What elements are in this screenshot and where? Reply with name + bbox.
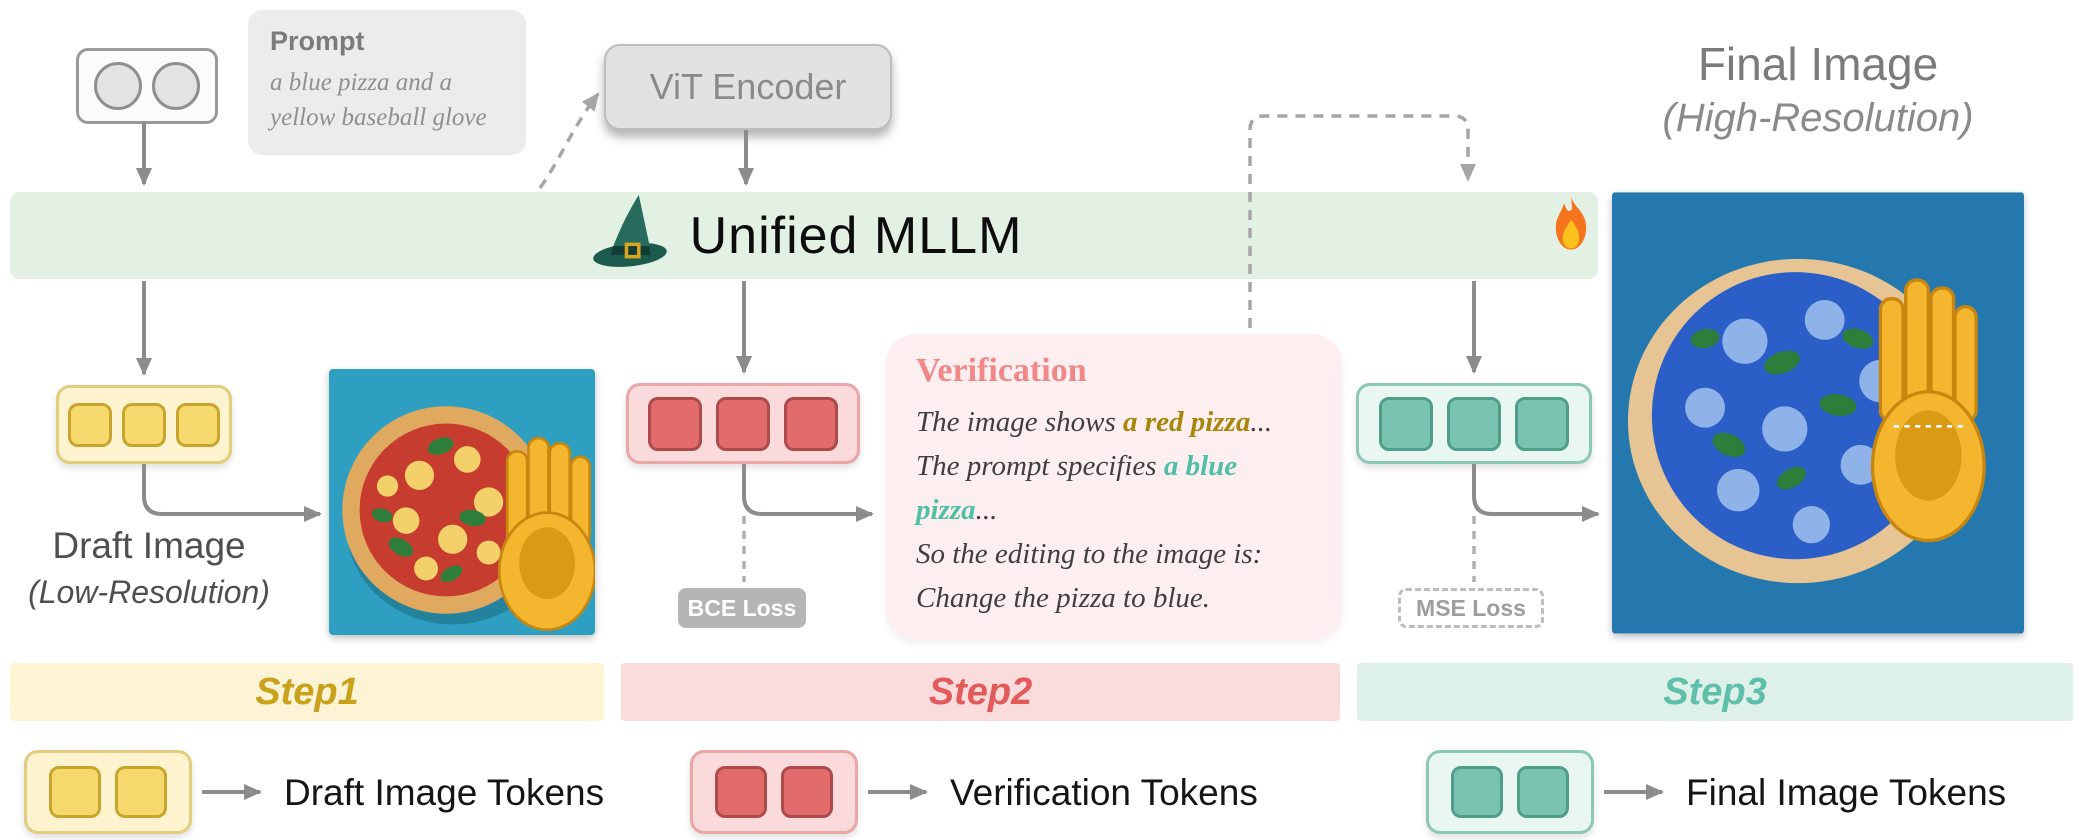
draft-token <box>122 402 166 447</box>
verification-highlight-red-pizza: a red pizza <box>1123 406 1251 438</box>
draft-token <box>68 402 112 447</box>
verification-highlight-blue: a blue <box>1163 450 1238 482</box>
input-token-box <box>76 48 218 124</box>
dashed-arrow-draft-to-vit <box>538 92 600 190</box>
draft-image-label: Draft Image <box>52 525 246 566</box>
final-token <box>1517 766 1569 818</box>
final-token <box>1379 396 1433 451</box>
verification-token <box>715 766 767 818</box>
final-image-sublabel: (High-Resolution) <box>1662 96 1974 140</box>
final-token <box>1447 396 1501 451</box>
mse-loss-label: MSE Loss <box>1416 594 1526 621</box>
verification-token <box>784 396 838 451</box>
final-image <box>1612 192 2024 634</box>
verification-box: Verification The image shows a red pizza… <box>886 334 1342 640</box>
draft-image <box>329 369 595 635</box>
prompt-text-line2: yellow baseball glove <box>270 104 487 131</box>
wizard-hat-icon <box>586 189 674 275</box>
verification-line5: Change the pizza to blue. <box>916 582 1211 614</box>
verification-highlight-pizza: pizza <box>916 494 976 526</box>
bce-loss-label: BCE Loss <box>687 594 797 621</box>
step1-bar: Step1 <box>10 663 604 721</box>
final-token-box <box>1356 383 1592 464</box>
draft-token-box <box>56 385 232 464</box>
legend-final-token-box <box>1426 750 1594 834</box>
legend-verification-token-box <box>690 750 858 834</box>
final-token <box>1515 396 1569 451</box>
draft-token <box>115 766 167 818</box>
final-image-label: Final Image <box>1697 38 1939 90</box>
verification-text: The prompt specifies <box>916 450 1164 482</box>
draft-token <box>176 402 220 447</box>
legend-draft-label: Draft Image Tokens <box>284 772 605 813</box>
verification-text: The image shows <box>916 406 1124 438</box>
verification-text: ... <box>975 494 998 526</box>
verification-line3: pizza... <box>916 488 1312 532</box>
draft-image-sublabel: (Low-Resolution) <box>28 574 270 610</box>
verification-token <box>648 396 702 451</box>
vit-encoder-box: ViT Encoder <box>604 44 892 130</box>
verification-title: Verification <box>916 352 1087 389</box>
verification-text: ... <box>1250 406 1273 438</box>
bce-loss-badge: BCE Loss <box>678 588 806 628</box>
verification-line2: The prompt specifies a blue <box>916 444 1312 488</box>
verification-line4: So the editing to the image is: <box>916 538 1263 570</box>
unified-mllm-label: Unified MLLM <box>689 206 1023 265</box>
input-token-circle <box>94 62 142 110</box>
legend-verification-label: Verification Tokens <box>950 772 1258 813</box>
step2-bar: Step2 <box>621 663 1340 721</box>
step2-label: Step2 <box>928 670 1033 713</box>
unified-mllm-bar: Unified MLLM <box>10 192 1598 279</box>
step3-bar: Step3 <box>1357 663 2073 721</box>
final-image-label-block: Final Image (High-Resolution) <box>1618 36 2018 144</box>
final-token <box>1451 766 1503 818</box>
prompt-text-line1: a blue pizza and a <box>270 69 452 96</box>
draft-token <box>49 766 101 818</box>
verification-token <box>716 396 770 451</box>
legend-draft-token-box <box>24 750 192 834</box>
verification-token-box <box>626 383 860 464</box>
prompt-title: Prompt <box>270 26 365 56</box>
arrow-final-tokens-to-final-image <box>1472 464 1600 522</box>
draft-image-label-block: Draft Image (Low-Resolution) <box>4 522 294 614</box>
fire-icon <box>1546 196 1596 252</box>
legend-final-label: Final Image Tokens <box>1686 772 2007 813</box>
mse-loss-badge: MSE Loss <box>1398 588 1544 628</box>
verification-token <box>781 766 833 818</box>
step1-label: Step1 <box>255 670 359 713</box>
vit-encoder-label: ViT Encoder <box>649 66 847 107</box>
prompt-box: Prompt a blue pizza and a yellow basebal… <box>248 10 526 155</box>
step3-label: Step3 <box>1663 670 1767 713</box>
verification-line1: The image shows a red pizza... <box>916 400 1312 444</box>
input-token-circle <box>152 62 200 110</box>
arrow-verification-tokens-to-verification-box <box>742 464 874 522</box>
arrow-draft-tokens-to-draft-image <box>142 464 322 522</box>
